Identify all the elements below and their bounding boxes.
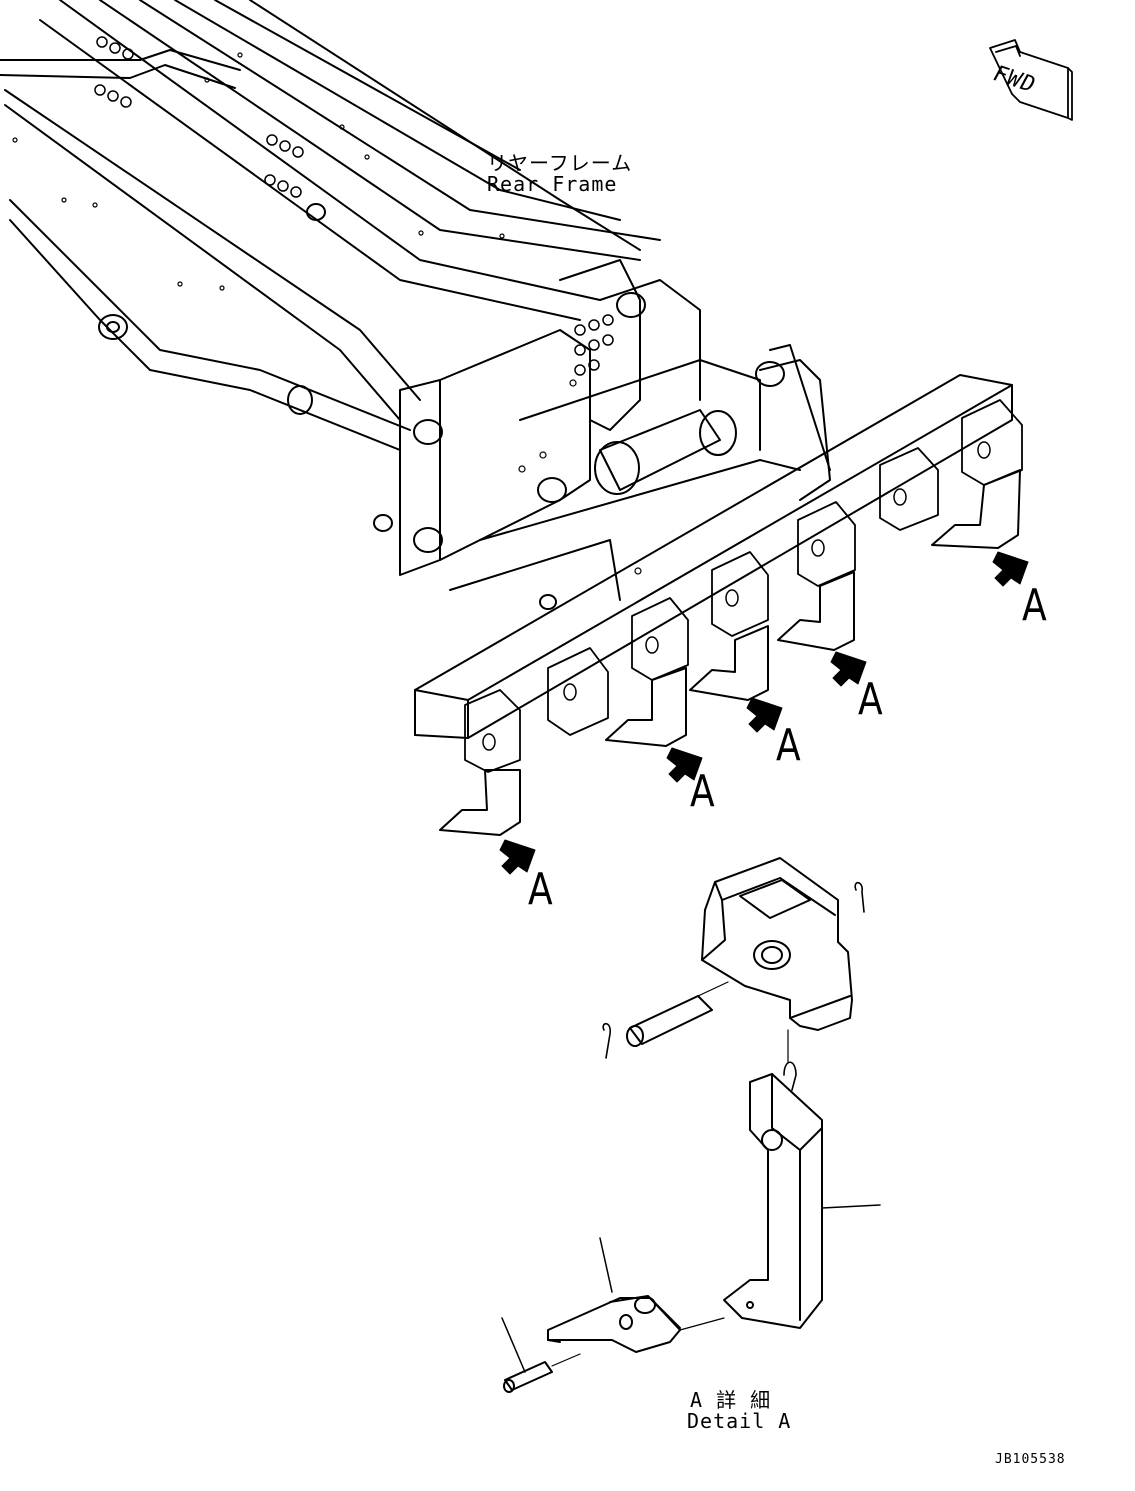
drawing-code: JB105538 [995, 1452, 1066, 1467]
callout-letter: A [1022, 580, 1047, 631]
fwd-arrow-icon [989, 39, 1073, 121]
detail-label-en: Detail A [687, 1409, 792, 1433]
callout-letter: A [776, 720, 801, 771]
rear-frame-label-en: Rear Frame [487, 172, 618, 196]
callout-arrow-icon [746, 697, 783, 733]
callout-letter: A [858, 674, 883, 725]
detail-a-drawing [501, 857, 881, 1393]
rear-frame-label-jp: リヤーフレーム [487, 151, 633, 175]
callout-arrow-icon [992, 551, 1029, 587]
callout-arrows [499, 551, 1029, 875]
ripper-beam-drawing [414, 374, 1023, 836]
detail-label-jp: A 詳 細 [690, 1388, 772, 1412]
callout-arrow-icon [830, 651, 867, 687]
callout-arrow-icon [499, 839, 536, 875]
rear-frame-drawing [0, 0, 831, 610]
callout-letter: A [690, 766, 715, 817]
callout-letter: A [528, 864, 553, 915]
callout-arrow-icon [666, 747, 703, 783]
